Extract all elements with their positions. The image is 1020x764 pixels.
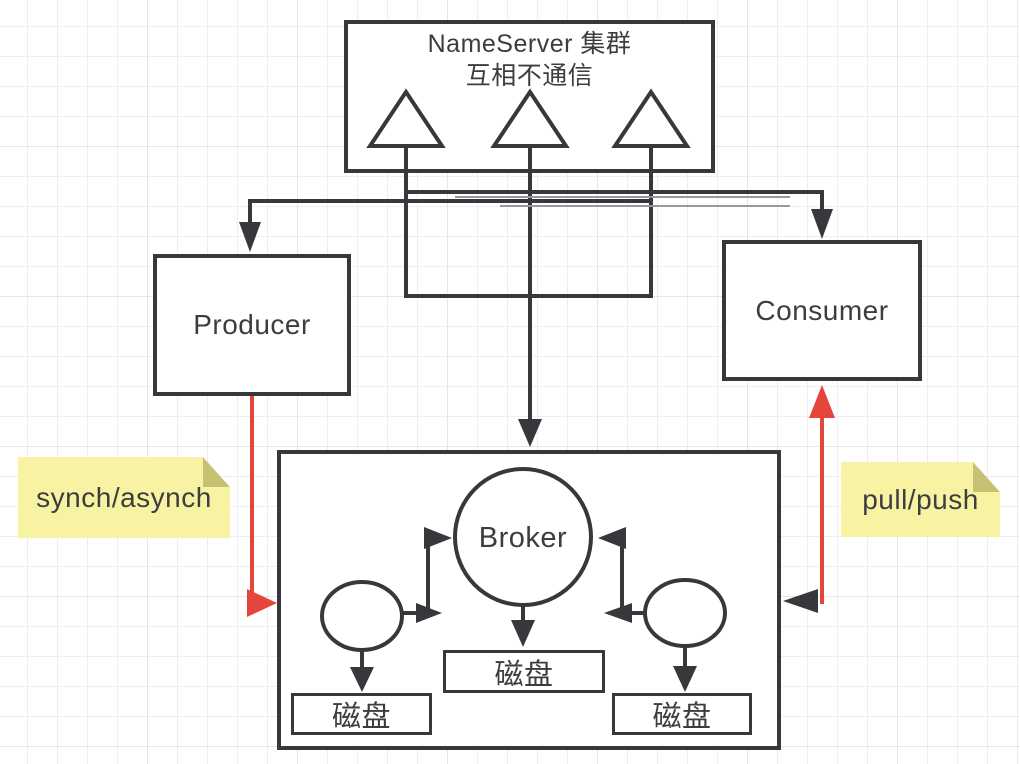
arrowhead-junction-right-icon <box>604 603 632 623</box>
arrowhead-consumer-icon <box>811 209 833 239</box>
nameserver-title: NameServer 集群 <box>427 30 632 58</box>
black-arrowhead-broker-rightedge-icon <box>783 589 818 613</box>
arrowhead-broker-right-icon <box>598 527 626 549</box>
broker-label: Broker <box>478 522 568 554</box>
disk-box-middle: 磁盘 <box>443 650 605 693</box>
nameserver-to-consumer-connector <box>406 190 833 239</box>
replica-left-to-disk-connector <box>350 649 374 692</box>
disk-box-left: 磁盘 <box>291 693 432 735</box>
arrowhead-disk-left-icon <box>350 667 374 692</box>
arrowhead-broker-top-icon <box>518 419 542 447</box>
producer-box: Producer <box>153 254 351 396</box>
triangle-node-icon-2 <box>490 88 570 148</box>
nameserver-to-producer-connector <box>239 199 651 252</box>
arrowhead-producer-icon <box>239 222 261 252</box>
nameserver-node-icons <box>366 88 691 148</box>
replica-circle-left <box>320 580 404 652</box>
disk-label-left: 磁盘 <box>331 701 391 733</box>
triangle-node-icon-1 <box>366 88 446 148</box>
red-arrowhead-consumer-icon <box>809 385 835 418</box>
note-synch-asynch: synch/asynch <box>18 457 230 538</box>
note-synch-asynch-text: synch/asynch <box>36 481 212 513</box>
arrowhead-disk-right-icon <box>673 666 697 692</box>
arrowhead-broker-left-icon <box>424 527 452 549</box>
producer-label: Producer <box>193 309 311 340</box>
disk-box-right: 磁盘 <box>612 693 752 735</box>
nameserver-subtitle: 互相不通信 <box>465 62 594 90</box>
red-arrowhead-broker-leftedge-icon <box>247 589 277 617</box>
replica-circle-right <box>643 578 727 648</box>
broker-to-disk-connector <box>511 603 535 647</box>
disk-label-middle: 磁盘 <box>494 658 554 691</box>
broker-replica-right-connector <box>598 527 646 623</box>
note-pull-push-text: pull/push <box>862 483 979 515</box>
consumer-box: Consumer <box>722 240 922 381</box>
note-pull-push: pull/push <box>841 462 1000 537</box>
broker-replica-left-connector <box>400 527 452 623</box>
producer-to-broker-arrow <box>247 396 277 617</box>
consumer-label: Consumer <box>755 294 889 326</box>
disk-label-right: 磁盘 <box>652 701 712 733</box>
replica-right-to-disk-connector <box>673 645 697 692</box>
arrowhead-junction-left-icon <box>416 603 442 623</box>
arrowhead-disk-middle-icon <box>511 620 535 647</box>
overlap-line-artifact <box>455 196 790 207</box>
broker-to-consumer-arrow <box>783 385 835 613</box>
triangle-node-icon-3 <box>611 88 691 148</box>
